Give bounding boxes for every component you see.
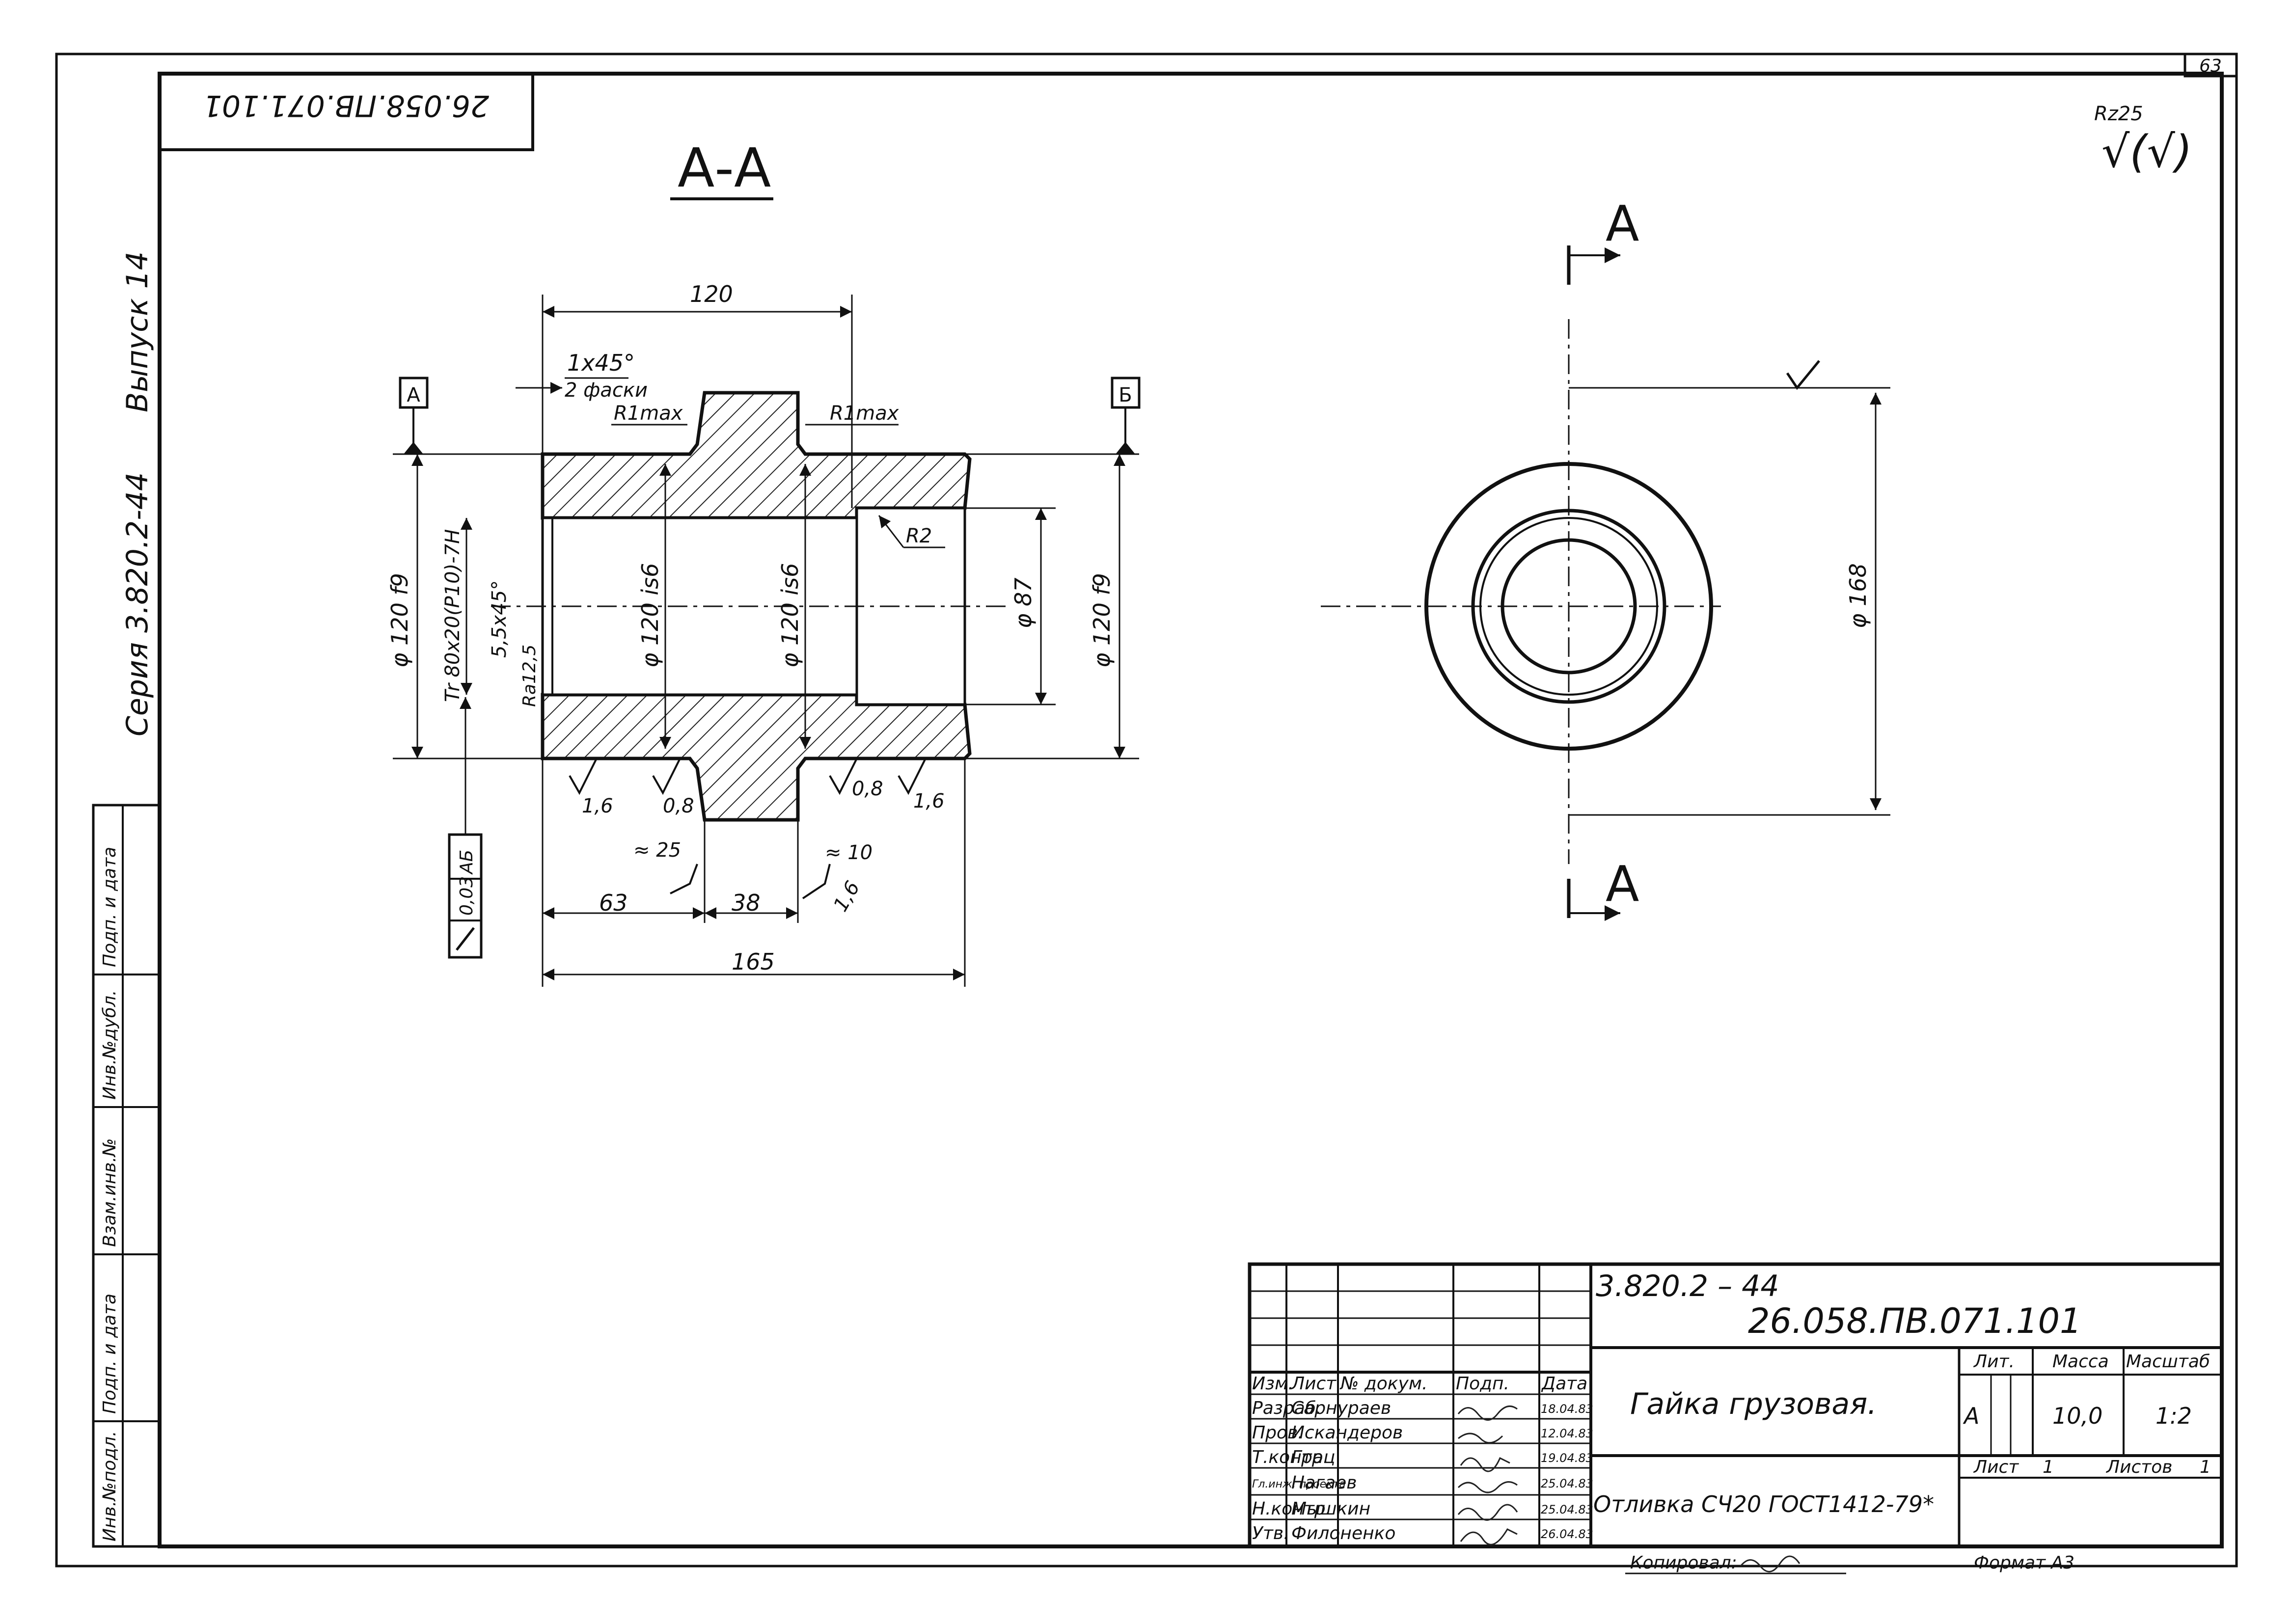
tb-scale-value: 1:2 [2156, 1403, 2192, 1429]
tb-row-role-1: Разраб. [1252, 1398, 1321, 1418]
runout-value: 0,03 [457, 876, 477, 916]
dim-approx-25: ≈ 25 [633, 839, 681, 862]
tb-code: 26.058.ПВ.071.101 [1748, 1301, 2082, 1341]
side-field-vzam: Взам.инв.№ [100, 1138, 120, 1247]
rough-0-8-b: 0,8 [852, 778, 883, 800]
tb-mass-value: 10,0 [2052, 1403, 2102, 1429]
tb-lit-label: Лит. [1973, 1352, 2015, 1372]
base-b-label: Б [1119, 384, 1132, 406]
tb-row-name-1: Сарнураев [1291, 1398, 1391, 1418]
tb-row-name-2: Искандеров [1291, 1423, 1403, 1443]
base-a-label: А [407, 384, 420, 406]
page-number-box: 63 [2183, 53, 2238, 78]
tb-head-date: Дата [1541, 1374, 1587, 1394]
tb-row-role-4: Гл.инж. проекта [1252, 1478, 1346, 1490]
dim-diam-168: φ 168 [1845, 563, 1871, 628]
issue-label: Выпуск 14 [120, 251, 155, 412]
tb-row-name-5: Мышкин [1291, 1499, 1370, 1519]
copier-signature [1740, 1555, 1801, 1572]
footer-copied: Копировал: [1630, 1553, 1737, 1573]
title-block: Изм. Лист № докум. Подп. Дата Разраб. Са… [1248, 1262, 2224, 1548]
dim-bore: φ 87 [1010, 578, 1037, 629]
runout-base: АБ [457, 850, 477, 875]
dim-120-top: 120 [690, 281, 733, 307]
top-stamp: 26.058.ПВ.071.101 [158, 72, 534, 151]
dim-r2: R2 [906, 525, 932, 547]
dim-chamfer: 1x45° [567, 350, 635, 376]
tb-row-role-5: Н.контр. [1252, 1499, 1331, 1519]
tb-row-date-2: 12.04.83 [1541, 1427, 1593, 1440]
tb-sheets-value: 1 [2200, 1457, 2211, 1477]
tb-row-date-3: 19.04.83 [1541, 1451, 1593, 1465]
tb-sheets-label: Листов [2105, 1457, 2172, 1477]
tb-scale-label: Масштаб [2126, 1352, 2210, 1372]
dim-165: 165 [732, 948, 775, 975]
tb-material: Отливка СЧ20 ГОСТ1412-79* [1593, 1491, 1934, 1517]
tb-lit-value: А [1963, 1403, 1979, 1429]
footer: Копировал: Формат А3 [1625, 1553, 2074, 1574]
dim-r1max-right: R1max [830, 402, 899, 425]
series-label: Серия 3.820.2-44 [120, 472, 155, 736]
tb-row-name-3: Грац [1291, 1447, 1335, 1467]
dim-outer-right: φ 120 f9 [1089, 573, 1115, 668]
side-field-inv-dubl: Инв.№дубл. [100, 990, 120, 1100]
rough-1-6-b: 1,6 [913, 790, 945, 812]
general-roughness: Rz25 √(√) [2094, 103, 2192, 178]
section-body-top [541, 391, 972, 520]
tb-row-name-4: Нагаев [1291, 1473, 1357, 1493]
stamp-code: 26.058.ПВ.071.101 [203, 88, 489, 123]
dim-thread: Tr 80x20(P10)-7H [441, 529, 464, 702]
side-field-podp-2: Подп. и дата [100, 847, 120, 967]
dim-thread-chamfer: 5,5x45° [488, 580, 511, 658]
section-view: А-А А Б [386, 136, 1141, 987]
roughness-mark: √(√) [2101, 126, 2192, 178]
section-title: А-А [678, 136, 771, 199]
dim-collar-right: φ 120 is6 [777, 563, 803, 668]
dim-chamfer-note: 2 фаски [565, 379, 648, 402]
cut-marker-top: А [1606, 195, 1639, 252]
tb-part-name: Гайка грузовая. [1630, 1387, 1877, 1421]
rough-1-6-a: 1,6 [582, 795, 613, 817]
dim-outer-left: φ 120 f9 [386, 573, 413, 668]
dim-63: 63 [599, 890, 628, 916]
tb-row-date-4: 25.04.83 [1541, 1477, 1593, 1490]
dim-thread-roughness: Ra12,5 [519, 645, 540, 707]
tb-row-name-6: Филоненко [1291, 1523, 1395, 1543]
tb-row-date-1: 18.04.83 [1541, 1402, 1593, 1416]
tb-sheet-label: Лист [1973, 1457, 2019, 1477]
footer-format: Формат А3 [1974, 1553, 2074, 1573]
dim-approx-10: ≈ 10 [825, 841, 873, 864]
dim-collar-left: φ 120 is6 [637, 563, 663, 668]
rough-1-6-c: 1,6 [829, 877, 865, 916]
signature-scribbles [1457, 1405, 1518, 1545]
roughness-value: Rz25 [2094, 103, 2143, 125]
dim-r1max-left: R1max [614, 402, 683, 425]
page-number: 63 [2199, 56, 2222, 76]
tb-head-list: Лист [1290, 1374, 1337, 1394]
tb-row-date-5: 25.04.83 [1541, 1503, 1593, 1516]
side-field-podp-1: Подп. и дата [100, 1294, 120, 1414]
cut-marker-bottom: А [1606, 855, 1639, 913]
tb-row-date-6: 26.04.83 [1541, 1527, 1593, 1541]
tb-sheet-value: 1 [2043, 1457, 2054, 1477]
tb-doc-series: 3.820.2 – 44 [1596, 1269, 1779, 1303]
tb-row-role-3: Т.контр. [1252, 1447, 1329, 1467]
tb-head-doc: № докум. [1339, 1374, 1427, 1394]
dim-38: 38 [732, 890, 761, 916]
rough-0-8-a: 0,8 [663, 795, 694, 817]
tb-head-izm: Изм. [1252, 1374, 1294, 1394]
tb-mass-label: Масса [2052, 1352, 2109, 1372]
side-field-inv-podl: Инв.№подл. [100, 1431, 120, 1542]
side-strip: Серия 3.820.2-44 Выпуск 14 Инв.№подл. По… [92, 251, 161, 1548]
end-view: А А φ 168 [1321, 195, 1890, 921]
runout-frame: 0,03 АБ [448, 697, 483, 959]
tb-head-podp: Подп. [1456, 1374, 1509, 1394]
tb-row-role-6: Утв. [1252, 1523, 1289, 1543]
tb-row-role-2: Пров. [1252, 1423, 1304, 1443]
